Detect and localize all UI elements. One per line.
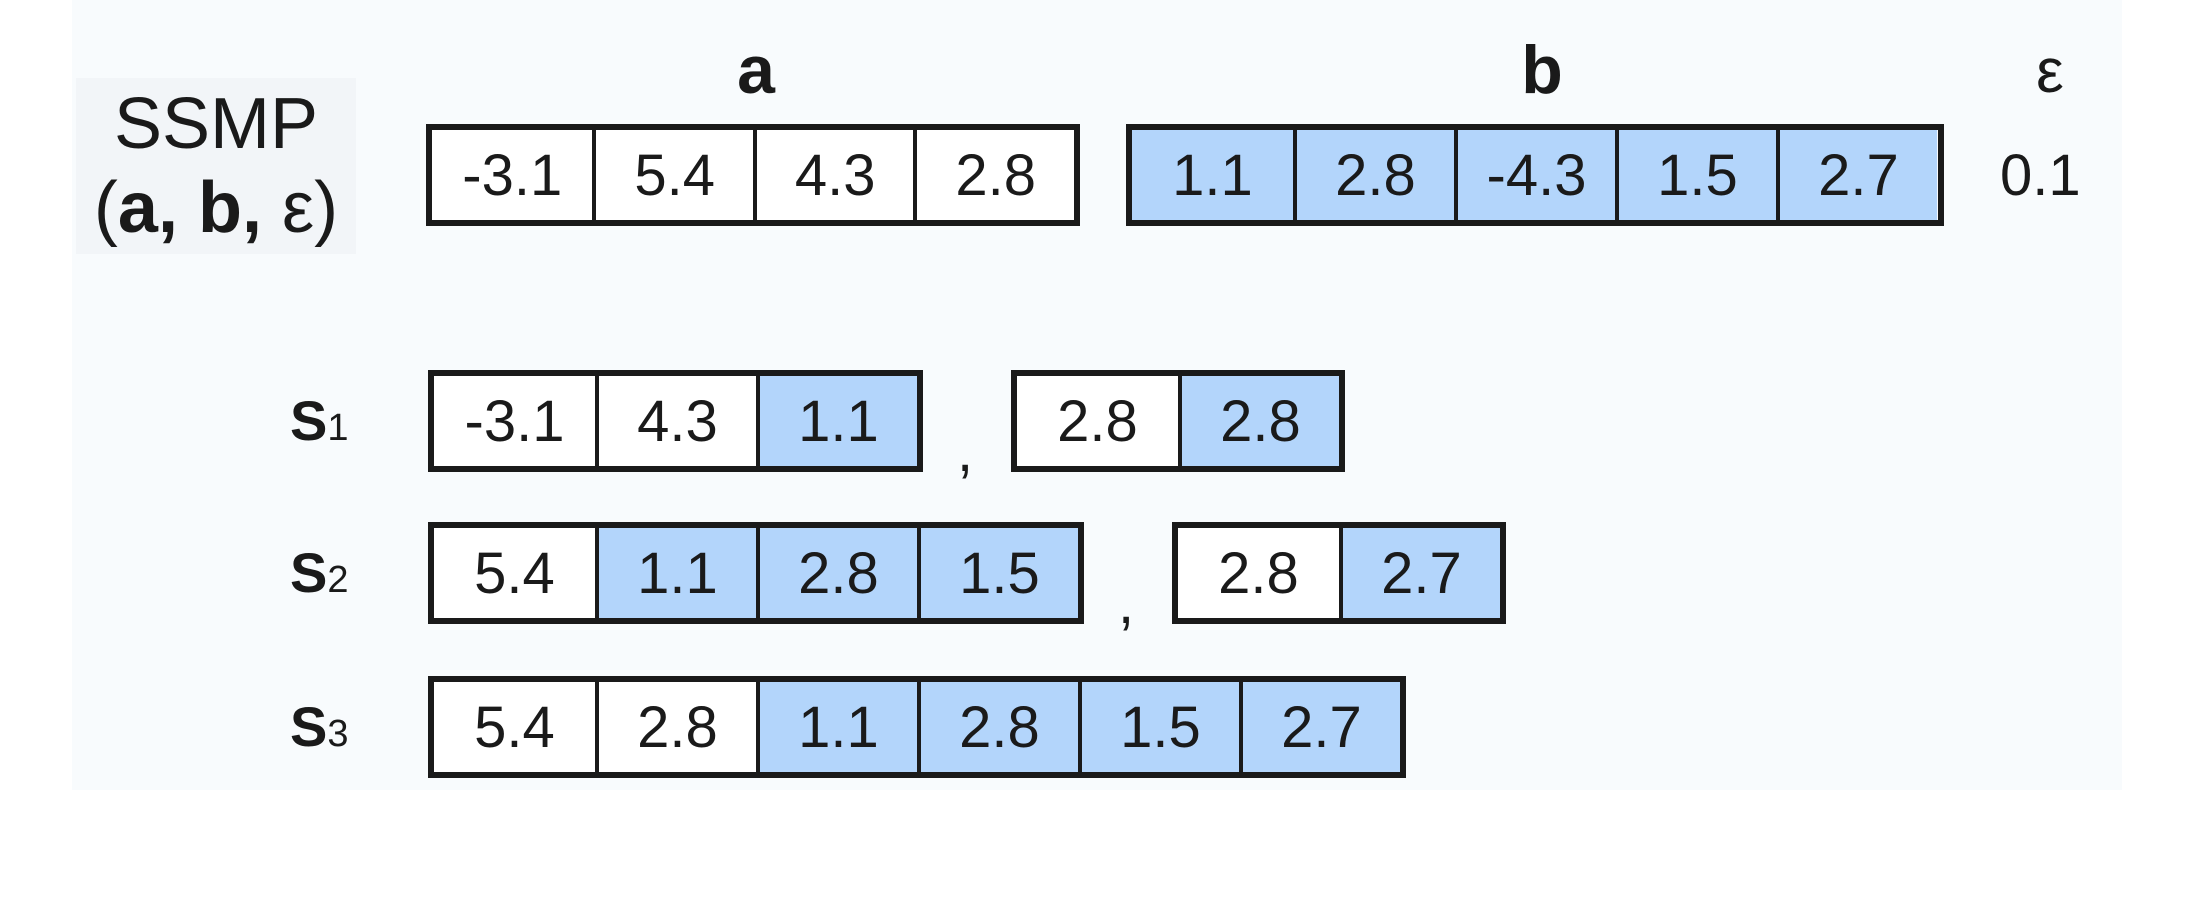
array-cell: 5.4 (434, 682, 595, 772)
ssmp-title: SSMP (a, b, ε) (76, 78, 356, 254)
title-a: a (117, 168, 158, 248)
array-cell: 2.8 (917, 682, 1078, 772)
subset-label: S2 (290, 541, 349, 604)
array-cell: 2.8 (1178, 528, 1339, 618)
array-cell: 1.1 (595, 528, 756, 618)
array-cell: 5.4 (592, 130, 753, 220)
array-cell: 2.8 (1293, 130, 1454, 220)
epsilon-value: 0.1 (2000, 143, 2081, 208)
array-cell: 2.8 (595, 682, 756, 772)
array-cell: 1.5 (1078, 682, 1239, 772)
comma-separator: , (1118, 571, 1135, 636)
array-cell: 2.8 (1017, 376, 1178, 466)
comma-separator: , (957, 419, 974, 484)
array-cell: -3.1 (432, 130, 593, 220)
array-cell: 1.1 (756, 376, 917, 466)
array-cell: 5.4 (434, 528, 595, 618)
header-a: a (737, 32, 775, 108)
array-cell: 2.7 (1239, 682, 1400, 772)
array-cell: 2.7 (1776, 130, 1937, 220)
array-cell: 1.5 (1615, 130, 1776, 220)
array-cell: 2.8 (756, 528, 917, 618)
array-cell: 4.3 (595, 376, 756, 466)
subset-label: S3 (290, 695, 349, 758)
title-line-1: SSMP (113, 84, 319, 164)
array-cell: 1.5 (917, 528, 1078, 618)
title-b: b (197, 168, 242, 248)
title-eps: ε (281, 168, 315, 248)
header-epsilon: ε (2036, 37, 2064, 106)
array-cell: 1.1 (756, 682, 917, 772)
array-cell: -3.1 (434, 376, 595, 466)
subset-label: S1 (290, 389, 349, 452)
array-cell: 2.8 (1178, 376, 1339, 466)
header-b: b (1521, 32, 1563, 108)
array-cell: 2.8 (913, 130, 1074, 220)
title-line-2: (a, b, ε) (93, 168, 339, 248)
array-cell: 2.7 (1339, 528, 1500, 618)
array-cell: 1.1 (1132, 130, 1293, 220)
array-cell: 4.3 (752, 130, 914, 220)
array-cell: -4.3 (1454, 130, 1615, 220)
